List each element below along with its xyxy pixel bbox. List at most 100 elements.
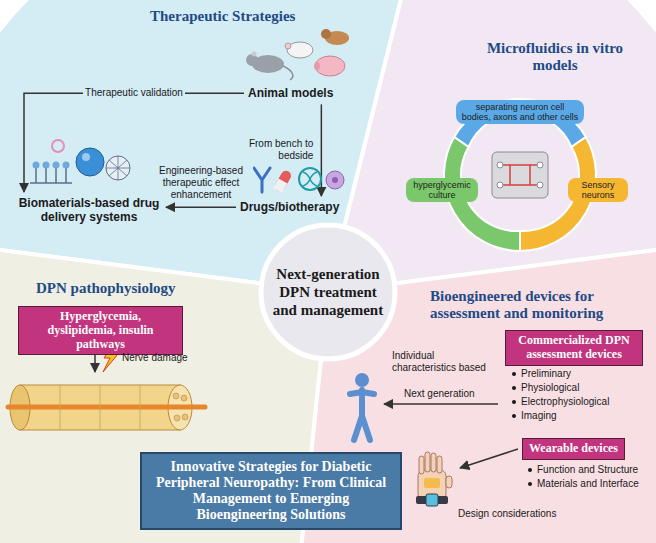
annotation-label: Imaging xyxy=(512,410,557,422)
sector-heading: Bioengineered devices for assessment and… xyxy=(430,288,645,323)
node-text: Hyperglycemia, dyslipidemia, insulin pat… xyxy=(25,310,176,351)
nerve-illustration xyxy=(8,385,205,430)
biomaterial-icons xyxy=(106,156,130,180)
annotation-text: Nerve damage xyxy=(122,352,188,363)
annotation-text: Individual characteristics based xyxy=(392,350,486,373)
hand-with-wearable xyxy=(431,453,436,472)
animal-icons xyxy=(315,56,345,76)
sector-heading-text: DPN pathophysiology xyxy=(36,280,206,297)
hand-with-wearable xyxy=(437,456,442,473)
microfluidic-ring xyxy=(497,162,503,168)
node-text: separating neuron cell bodies, axons and… xyxy=(460,102,580,123)
category-box: Wearable devices xyxy=(522,438,625,460)
annotation-label: Next generation xyxy=(404,388,475,400)
center-circle: Next-generation DPN treatment and manage… xyxy=(258,222,398,362)
human-figure xyxy=(355,373,369,387)
sector-heading: DPN pathophysiology xyxy=(36,280,206,297)
hand-with-wearable xyxy=(424,478,440,488)
flow-arrow xyxy=(166,206,236,208)
ring-segment: Sensory neurons xyxy=(568,178,628,203)
hand-with-wearable xyxy=(426,494,438,506)
microfluidic-ring xyxy=(537,182,543,188)
bullet-item: Function and Structure xyxy=(537,464,638,475)
annotation-label: Physiological xyxy=(512,382,579,394)
biomaterial-icons xyxy=(82,153,90,161)
nerve-illustration xyxy=(173,393,179,399)
microfluidic-ring xyxy=(537,162,543,168)
annotation-label: Individual characteristics based xyxy=(392,350,492,374)
sector-heading-text: Bioengineered devices for assessment and… xyxy=(430,288,645,323)
annotation-label: Electrophysiological xyxy=(512,396,609,408)
illustrated-item: Animal models xyxy=(246,84,335,102)
nerve-illustration xyxy=(182,414,188,420)
annotation-text: Next generation xyxy=(404,388,475,399)
nerve-illustration xyxy=(174,415,180,421)
microfluidic-ring xyxy=(497,182,503,188)
edge-label: Therapeutic validation xyxy=(83,87,185,99)
edge-label: From bench to bedside xyxy=(233,138,315,162)
circle-shape xyxy=(261,225,395,359)
node-text: Commercialized DPN assessment devices xyxy=(512,334,636,362)
microfluidic-ring xyxy=(500,165,540,185)
bullet-dot xyxy=(512,400,516,404)
biomaterial-icons xyxy=(53,162,60,169)
annotation-label: Design considerations xyxy=(458,508,556,520)
illustrated-item: Biomaterials-based drug delivery systems xyxy=(14,194,164,227)
nerve-illustration xyxy=(181,395,187,401)
sector-heading-text: Microfluidics in vitro models xyxy=(470,40,640,75)
bullet-dot xyxy=(512,414,516,418)
sector-heading: Microfluidics in vitro models xyxy=(470,40,640,75)
bullet-dot xyxy=(512,386,516,390)
hand-with-wearable xyxy=(425,452,430,472)
drug-icons xyxy=(326,171,344,189)
edge-label: Engineering-based therapeutic effect enh… xyxy=(149,165,253,201)
bullet-item: Materials and Interface xyxy=(537,478,639,489)
annotation-label: Nerve damage xyxy=(122,352,188,364)
nerve-illustration xyxy=(60,385,140,430)
biomaterial-icons xyxy=(33,162,40,169)
leader-arrow xyxy=(384,403,498,405)
node-text: Innovative Strategies for Diabetic Perip… xyxy=(150,459,392,523)
annotation-text: Design considerations xyxy=(458,508,556,519)
annotation-label: Preliminary xyxy=(512,368,571,380)
category-box: Hyperglycemia, dyslipidemia, insulin pat… xyxy=(18,306,183,355)
node-text: hyperglycemic culture xyxy=(410,180,474,201)
microfluidic-ring xyxy=(492,152,548,198)
node-text: Sensory neurons xyxy=(572,180,624,201)
drug-icons xyxy=(332,177,338,183)
hand-with-wearable xyxy=(446,476,452,488)
biomaterial-icons xyxy=(106,156,130,180)
biomaterial-icons xyxy=(63,162,70,169)
annotation-label: Materials and Interface xyxy=(528,478,639,490)
bullet-item: Imaging xyxy=(521,410,557,421)
animal-icons xyxy=(321,29,331,39)
sector-heading: Therapeutic Strategies xyxy=(150,8,325,25)
animal-icons xyxy=(246,54,258,66)
bullet-item: Electrophysiological xyxy=(521,396,609,407)
nerve-illustration xyxy=(8,405,205,410)
ring-segment: separating neuron cell bodies, axons and… xyxy=(456,100,584,125)
bullet-item: Preliminary xyxy=(521,368,571,379)
bullet-dot xyxy=(512,372,516,376)
biomaterial-icons xyxy=(43,162,50,169)
title-box: Innovative Strategies for Diabetic Perip… xyxy=(140,452,402,530)
bullet-dot xyxy=(528,468,532,472)
node-text: Wearable devices xyxy=(529,442,618,456)
node-text: Animal models xyxy=(248,86,333,100)
animal-icons xyxy=(314,62,320,70)
ring-segment: hyperglycemic culture xyxy=(406,178,478,203)
biomaterial-icons xyxy=(76,148,104,176)
sector-heading-text: Therapeutic Strategies xyxy=(150,8,325,25)
illustrated-item: Drugs/biotherapy xyxy=(238,198,341,216)
node-text: Next-generation DPN treatment and manage… xyxy=(272,265,384,319)
animal-icons xyxy=(252,52,257,57)
node-text: Drugs/biotherapy xyxy=(240,200,339,214)
annotation-label: Function and Structure xyxy=(528,464,638,476)
bullet-item: Physiological xyxy=(521,382,579,393)
animal-icons xyxy=(285,43,291,49)
bullet-dot xyxy=(528,482,532,486)
hand-with-wearable xyxy=(419,456,424,474)
node-text: Biomaterials-based drug delivery systems xyxy=(16,196,162,225)
